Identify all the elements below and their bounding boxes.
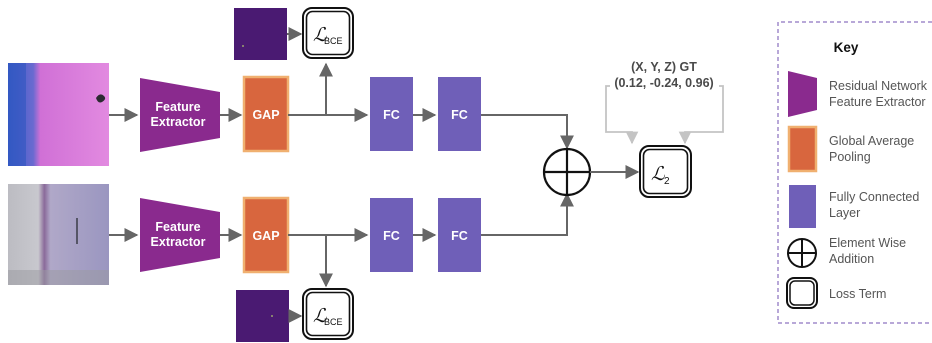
bce-loss-bottom: ℒ BCE [302,288,354,340]
loss-symbol: ℒ [651,163,666,185]
key-item-label: Global Average [829,134,914,148]
extractor-label-line2: Extractor [151,115,206,129]
gap-block-bottom: GAP [242,196,290,274]
arrow [481,114,574,150]
fc-block-bottom-2: FC [438,198,481,272]
fc-block-top-1: FC [370,77,413,151]
key-loss-icon [786,277,818,309]
key-item-label: Addition [829,252,874,266]
key-item-label: Loss Term [829,287,886,301]
gap-label: GAP [252,229,279,243]
key-item-label: Pooling [829,150,871,164]
l2-loss: ℒ 2 [639,145,692,198]
key-addition-icon [787,238,817,268]
key-extractor-swatch [788,71,817,117]
fc-label: FC [383,108,400,122]
loss-symbol: ℒ [313,24,328,46]
input-image-top [8,63,109,166]
key-panel: Key Residual Network Feature Extractor G… [777,21,932,324]
key-item-label: Feature Extractor [829,95,926,109]
loss-symbol: ℒ [313,305,328,327]
fc-block-bottom-1: FC [370,198,413,272]
mask-image-top [234,8,287,60]
mask-image-bottom [236,290,289,342]
extractor-label-line2: Extractor [151,235,206,249]
key-item-label: Residual Network [829,79,928,93]
fc-label: FC [383,229,400,243]
bce-loss-top: ℒ BCE [302,7,354,59]
mask-dot [271,315,273,317]
loss-subscript: BCE [324,317,343,327]
gap-label: GAP [252,108,279,122]
key-item-label: Layer [829,206,860,220]
fc-label: FC [451,108,468,122]
gt-arrow-right [678,85,724,145]
mask-dot [242,45,244,47]
gap-block-top: GAP [242,75,290,153]
extractor-label-line1: Feature [155,220,200,234]
ground-truth-title: (X, Y, Z) GT [631,60,697,74]
key-item-label: Fully Connected [829,190,919,204]
feature-extractor-bottom: Feature Extractor [140,198,220,272]
fc-block-top-2: FC [438,77,481,151]
extractor-label-line1: Feature [155,100,200,114]
element-wise-addition [542,147,592,197]
ground-truth-values: (0.12, -0.24, 0.96) [614,76,713,90]
gt-arrow-left [605,85,639,145]
loss-subscript: 2 [664,176,670,187]
loss-subscript: BCE [324,36,343,46]
key-fc-swatch [789,185,816,228]
input-image-bottom [8,184,109,285]
fc-label: FC [451,229,468,243]
key-title: Key [834,40,859,55]
arrow [481,192,574,236]
key-item-label: Element Wise [829,236,906,250]
key-gap-swatch [787,125,818,173]
feature-extractor-top: Feature Extractor [140,78,220,152]
